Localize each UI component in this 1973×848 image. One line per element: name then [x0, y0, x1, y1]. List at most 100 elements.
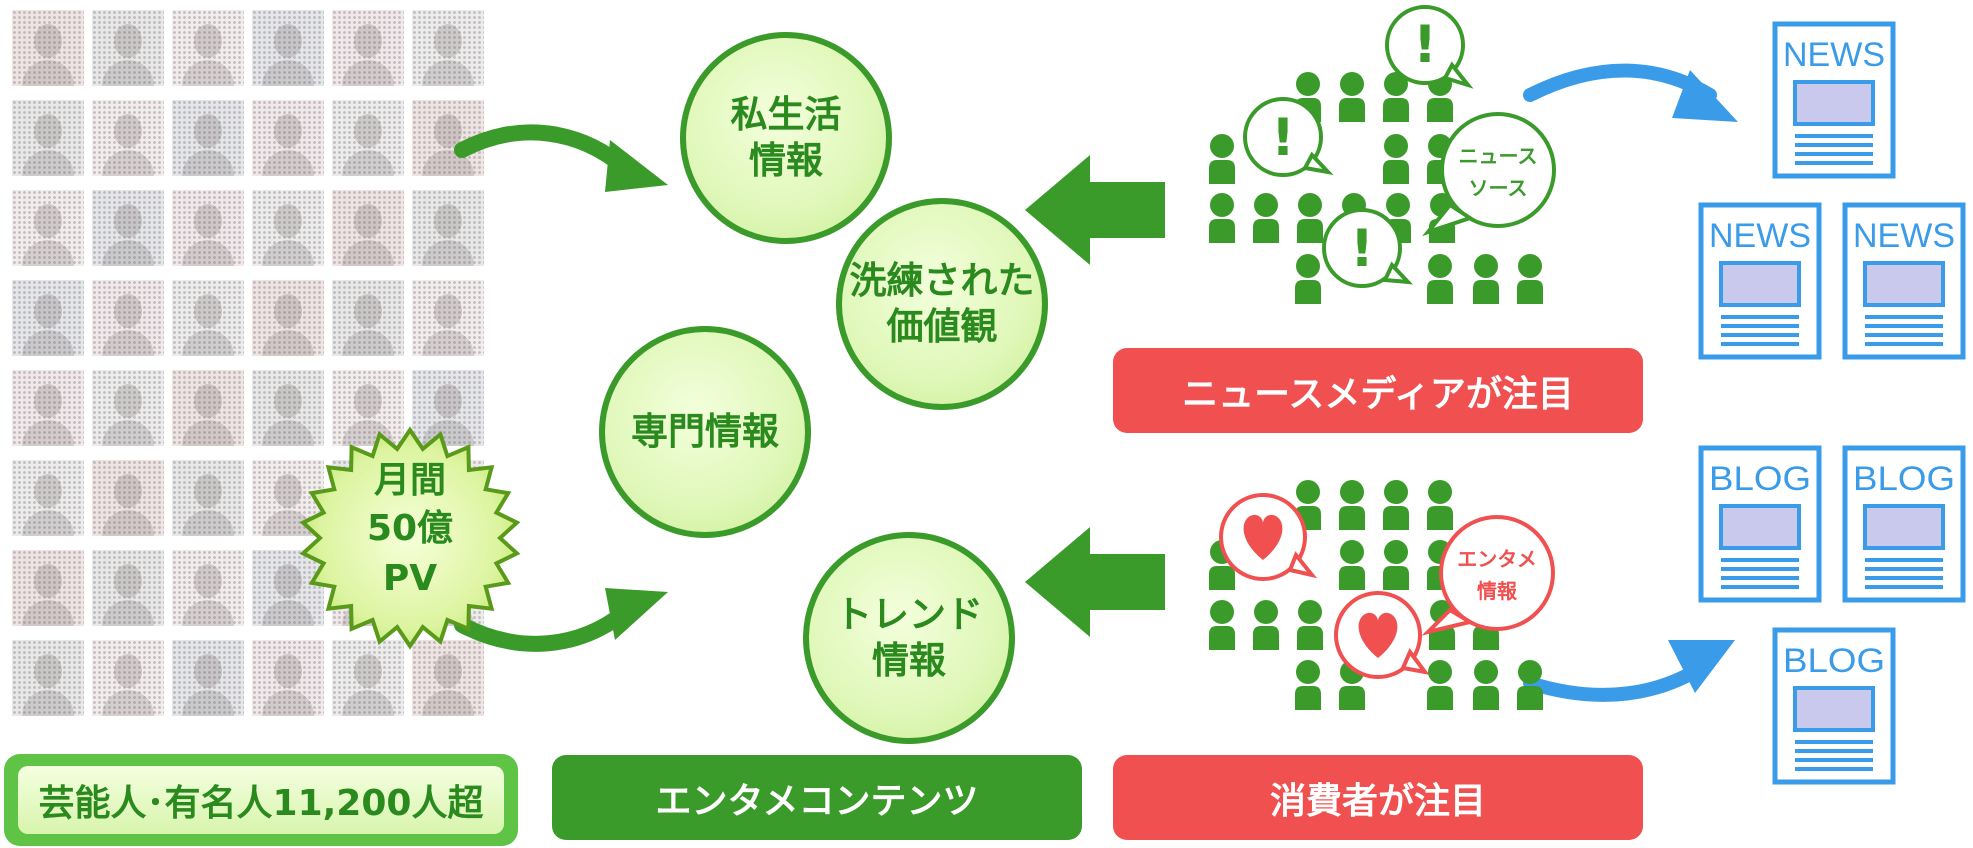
- face-silhouette-icon: [114, 204, 142, 238]
- person-icon: [1209, 600, 1235, 650]
- news-document-icon: NEWS: [1698, 202, 1822, 360]
- heart-icon: [1243, 514, 1283, 560]
- face-silhouette-icon: [434, 654, 462, 688]
- news-media-label: ニュースメディアが注目: [1113, 348, 1643, 433]
- face-silhouette-icon: [354, 384, 382, 418]
- exclaim-text: !: [1350, 219, 1374, 279]
- celebrity-photo: [12, 280, 84, 356]
- celebrity-photo: [92, 550, 164, 626]
- celebrity-photo: [12, 190, 84, 266]
- left-arrow-icon: [1025, 155, 1165, 265]
- celebrity-photo: [92, 280, 164, 356]
- starburst-line2: 50億: [367, 508, 453, 549]
- face-silhouette-icon: [434, 24, 462, 58]
- celebrity-photo: [92, 640, 164, 716]
- person-icon: [1517, 660, 1543, 710]
- face-silhouette-icon: [194, 564, 222, 598]
- face-silhouette-icon: [194, 114, 222, 148]
- circle-trend-info: トレンド 情報: [803, 532, 1015, 744]
- person-icon: [1253, 600, 1279, 650]
- celebrity-photo: [252, 190, 324, 266]
- circle-private-line1: 私生活: [730, 93, 842, 136]
- face-silhouette-icon: [274, 114, 302, 148]
- news-source-line1: ニュース: [1459, 144, 1538, 168]
- person-icon: [1427, 480, 1453, 530]
- face-silhouette-icon: [34, 24, 62, 58]
- celebrity-photo: [252, 640, 324, 716]
- news-document-icon: NEWS: [1772, 21, 1896, 179]
- document-title: BLOG: [1783, 642, 1885, 680]
- celebrity-photo: [12, 550, 84, 626]
- face-silhouette-icon: [194, 294, 222, 328]
- face-silhouette-icon: [114, 384, 142, 418]
- heart-icon: [1358, 612, 1398, 658]
- face-silhouette-icon: [274, 564, 302, 598]
- document-title: BLOG: [1853, 460, 1955, 498]
- blue-arrow-icon: [1523, 640, 1735, 702]
- face-silhouette-icon: [274, 294, 302, 328]
- circle-expert-info: 専門情報: [599, 326, 811, 538]
- celebrity-photo: [332, 100, 404, 176]
- celebrity-photo: [172, 100, 244, 176]
- celebrity-photo: [12, 640, 84, 716]
- face-silhouette-icon: [34, 654, 62, 688]
- celebrity-photo: [412, 640, 484, 716]
- person-icon: [1383, 72, 1409, 122]
- person-icon: [1517, 254, 1543, 304]
- face-silhouette-icon: [434, 114, 462, 148]
- celebrity-photo: [12, 100, 84, 176]
- left-arrow-icon: [1025, 527, 1165, 637]
- face-silhouette-icon: [274, 654, 302, 688]
- starburst-badge: 月間 50億 PV: [299, 426, 521, 650]
- person-icon: [1427, 254, 1453, 304]
- celebrity-photo: [12, 10, 84, 86]
- news-document-icon: NEWS: [1842, 202, 1966, 360]
- face-silhouette-icon: [194, 384, 222, 418]
- face-silhouette-icon: [34, 474, 62, 508]
- celebrity-photo: [412, 280, 484, 356]
- person-icon: [1253, 193, 1279, 243]
- celebrity-photo: [252, 370, 324, 446]
- celebrity-photo: [332, 190, 404, 266]
- celebrity-photo: [332, 370, 404, 446]
- circle-private-line2: 情報: [749, 139, 823, 182]
- face-silhouette-icon: [34, 204, 62, 238]
- starburst-line3: PV: [383, 558, 437, 599]
- person-icon: [1383, 540, 1409, 590]
- media-documents: NEWS NEWS NEWS BLOG BLOG BLOG: [1698, 21, 1966, 785]
- celebrity-photo: [172, 10, 244, 86]
- person-icon: [1295, 254, 1321, 304]
- blog-document-icon: BLOG: [1698, 445, 1822, 603]
- exclaim-text: !: [1413, 15, 1437, 75]
- person-icon: [1339, 72, 1365, 122]
- circle-refined-line1: 洗練された: [849, 259, 1035, 302]
- person-icon: [1295, 660, 1321, 710]
- face-silhouette-icon: [354, 654, 382, 688]
- entame-line2: 情報: [1477, 579, 1518, 603]
- face-silhouette-icon: [274, 384, 302, 418]
- celebrity-photo: [92, 370, 164, 446]
- person-icon: [1209, 134, 1235, 184]
- heart-bubble: [1219, 493, 1318, 581]
- face-silhouette-icon: [354, 204, 382, 238]
- celebrity-photo: [412, 10, 484, 86]
- celebrity-photo: [12, 460, 84, 536]
- celebrity-photo: [92, 460, 164, 536]
- circle-private-info: 私生活 情報: [680, 32, 892, 244]
- celebrities-label: 芸能人･有名人11,200人超: [18, 766, 504, 834]
- celebrity-photo: [172, 370, 244, 446]
- face-silhouette-icon: [434, 204, 462, 238]
- starburst-line1: 月間: [374, 460, 446, 501]
- person-icon: [1297, 193, 1323, 243]
- circle-trend-line1: トレンド: [835, 593, 983, 636]
- celebrity-photo: [252, 280, 324, 356]
- entame-bubble: エンタメ 情報: [1421, 515, 1555, 636]
- celebrity-photo: [92, 190, 164, 266]
- celebrity-photo: [332, 640, 404, 716]
- face-silhouette-icon: [274, 24, 302, 58]
- face-silhouette-icon: [34, 384, 62, 418]
- celebrity-photo: [92, 100, 164, 176]
- face-silhouette-icon: [194, 24, 222, 58]
- document-title: NEWS: [1853, 217, 1955, 255]
